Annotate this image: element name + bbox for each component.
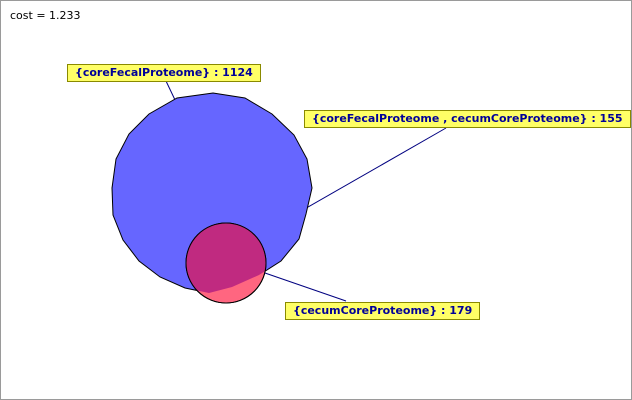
intersection-outline [185, 222, 267, 304]
leader-line-cecum [264, 272, 347, 302]
cost-readout: cost = 1.233 [10, 9, 81, 22]
leader-line-corefecal [165, 80, 177, 103]
label-corefecal: {coreFecalProteome} : 1124 [67, 64, 261, 82]
label-intersection: {coreFecalProteome , cecumCoreProteome} … [304, 110, 631, 128]
label-cecum: {cecumCoreProteome} : 179 [285, 302, 481, 320]
